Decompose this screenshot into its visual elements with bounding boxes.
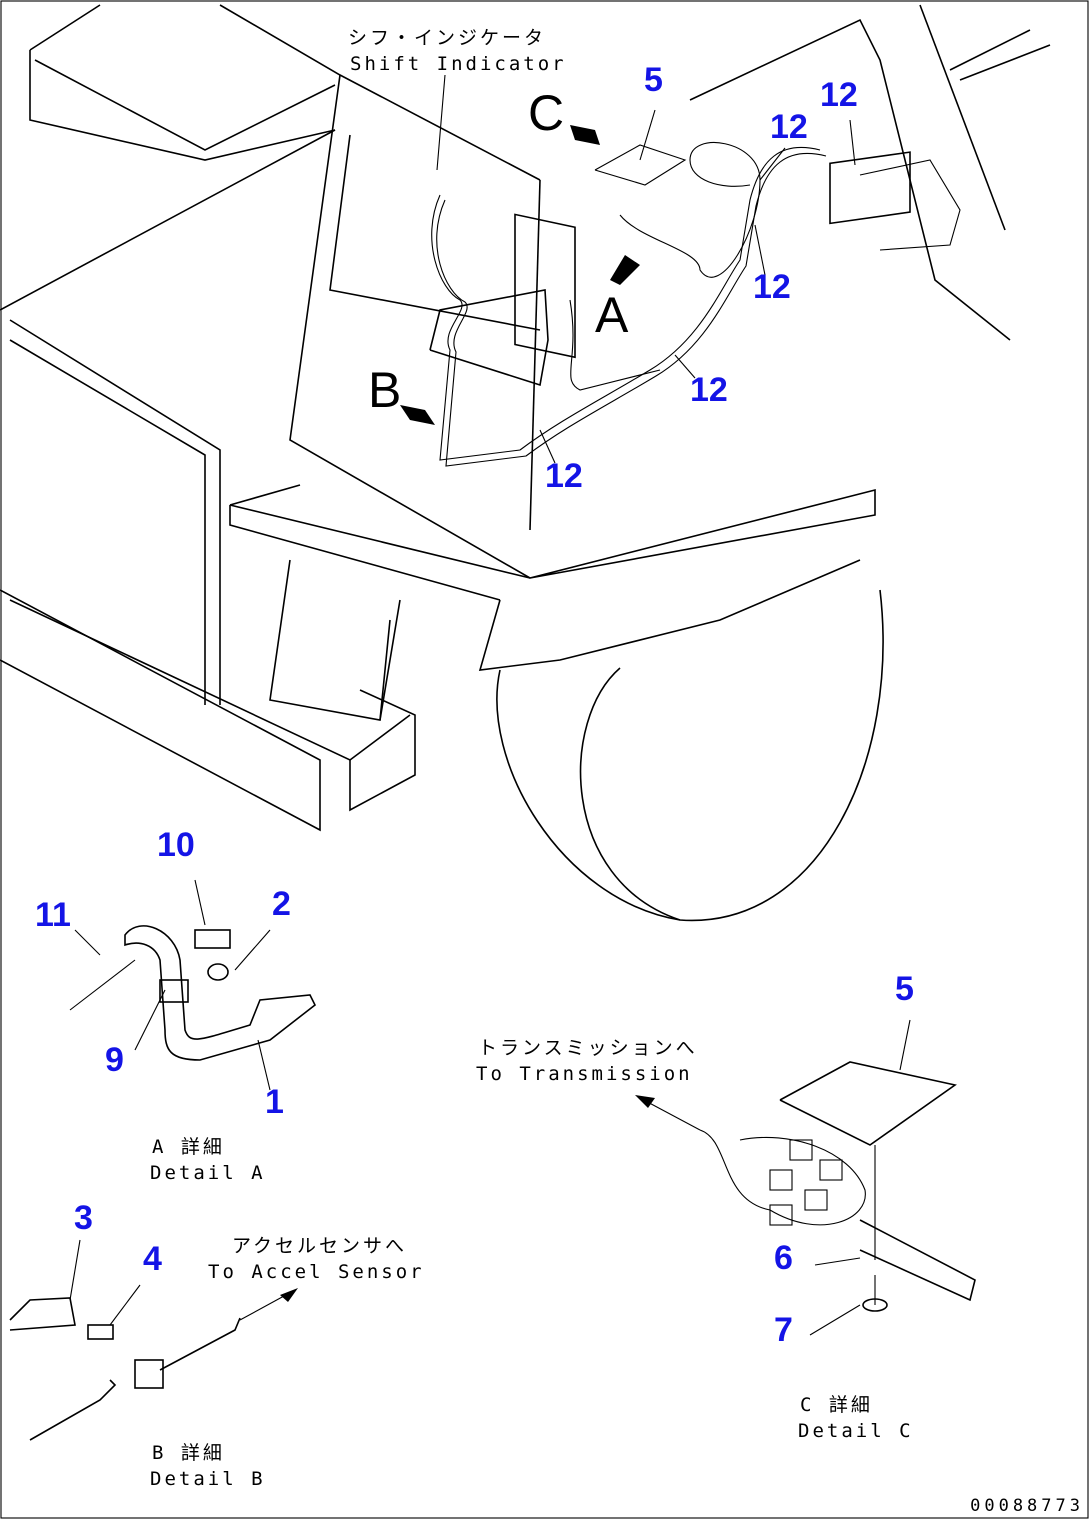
callout-5: 5 <box>895 970 914 1008</box>
detail-a-title-jp: A 詳細 <box>152 1136 225 1158</box>
callout-12: 12 <box>770 108 808 146</box>
callout-12: 12 <box>545 457 583 495</box>
to-transmission-jp: トランスミッションへ <box>478 1037 698 1059</box>
view-arrows <box>400 125 640 425</box>
to-accel-sensor-jp: アクセルセンサへ <box>232 1235 408 1257</box>
callout-6: 6 <box>774 1239 793 1277</box>
leader-lines <box>436 74 856 464</box>
detail-b-drawing <box>9 1239 298 1441</box>
wire-harness <box>431 142 961 467</box>
callout-11: 11 <box>35 896 71 934</box>
callout-7: 7 <box>774 1311 793 1349</box>
callout-12: 12 <box>753 268 791 306</box>
view-arrow-b <box>400 405 435 425</box>
detail-c-title-en: Detail C <box>798 1420 914 1442</box>
shift-indicator-label-en: Shift Indicator <box>350 53 567 75</box>
callout-2: 2 <box>272 885 291 923</box>
detail-a-title-en: Detail A <box>150 1162 266 1184</box>
view-c-label: C <box>528 85 565 141</box>
detail-a-drawing <box>69 879 317 1091</box>
view-arrow-c <box>570 125 600 145</box>
callout-12: 12 <box>820 76 858 114</box>
shift-indicator-label-jp: シフ・インジケータ <box>348 27 547 49</box>
detail-b-title-en: Detail B <box>150 1468 266 1490</box>
callout-9: 9 <box>105 1041 124 1079</box>
drawing-number: 00088773 <box>970 1496 1084 1516</box>
callout-1: 1 <box>265 1083 284 1121</box>
detail-c-drawing <box>635 1019 976 1336</box>
view-arrow-a <box>610 255 640 285</box>
callout-5: 5 <box>644 61 663 99</box>
view-a-label: A <box>595 287 629 343</box>
view-b-label: B <box>368 362 402 418</box>
callout-10: 10 <box>157 826 195 864</box>
machine-body <box>0 4 1051 922</box>
callout-3: 3 <box>74 1199 93 1237</box>
callout-12: 12 <box>690 371 728 409</box>
to-transmission-en: To Transmission <box>476 1063 693 1085</box>
detail-b-title-jp: B 詳細 <box>152 1442 225 1464</box>
callout-4: 4 <box>143 1240 162 1278</box>
to-accel-sensor-en: To Accel Sensor <box>208 1261 425 1283</box>
detail-c-title-jp: C 詳細 <box>800 1394 873 1416</box>
